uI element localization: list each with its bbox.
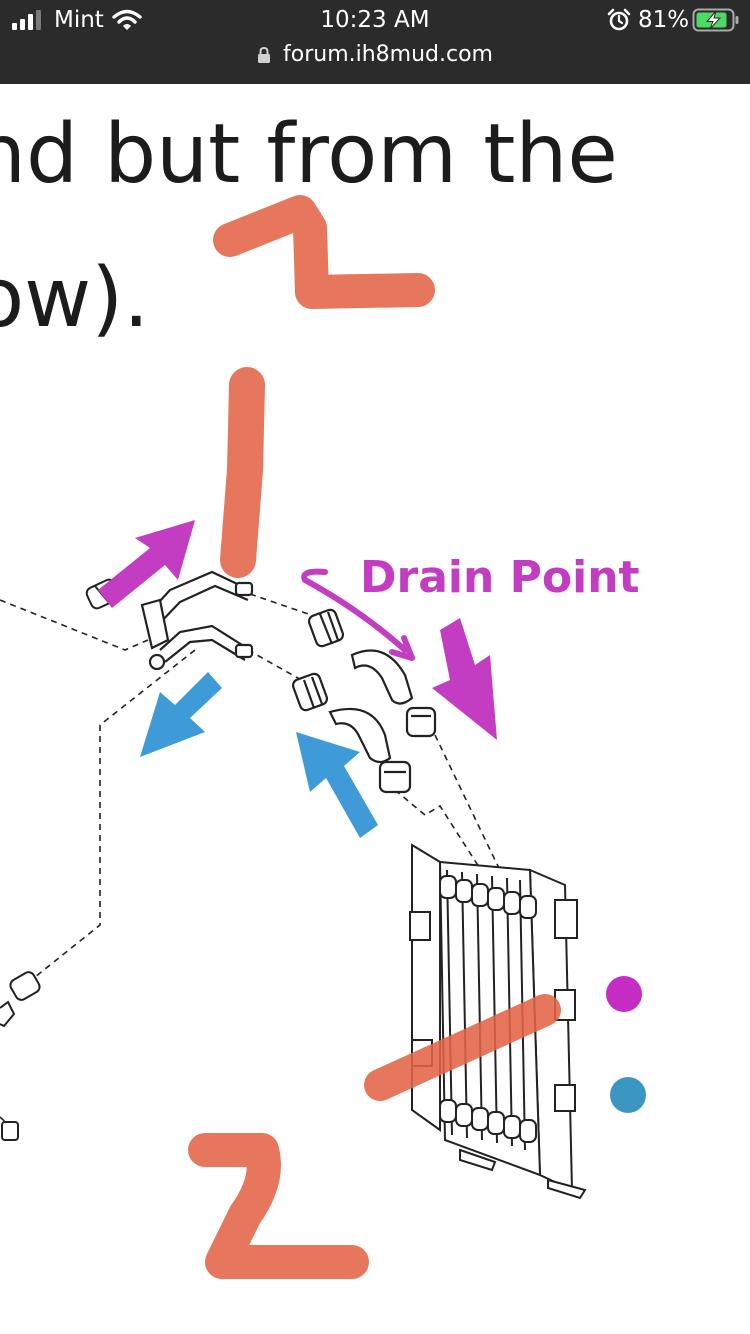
magenta-arrows — [98, 520, 497, 740]
article-text-line-1: nd but from the — [0, 107, 618, 202]
magenta-arrow-down — [432, 618, 497, 740]
url-display[interactable]: forum.ih8mud.com — [257, 40, 493, 70]
clock-time: 10:23 AM — [320, 7, 430, 33]
url-bar[interactable]: forum.ih8mud.com — [0, 40, 750, 70]
status-and-url-bar: Mint 10:23 AM 81% — [0, 0, 750, 84]
wifi-icon — [112, 9, 142, 30]
carrier-name: Mint — [54, 7, 104, 33]
lock-icon — [258, 46, 270, 63]
drain-point-curved-arrow — [301, 568, 408, 653]
battery-percentage: 81% — [638, 7, 690, 33]
cellular-signal-icon — [12, 10, 41, 30]
cooler-slash — [364, 994, 561, 1101]
vertical-stroke — [220, 367, 265, 578]
blue-arrows — [140, 672, 378, 838]
cooler-pipe-assembly — [140, 570, 254, 671]
blue-arrow-down-left — [140, 672, 222, 757]
number-two-mark — [188, 1133, 369, 1279]
blue-arrow-up-left — [296, 732, 378, 838]
magenta-dot — [606, 976, 642, 1012]
alarm-clock-icon — [607, 8, 631, 31]
charging-battery-icon — [692, 8, 739, 32]
article-text-line-2: ow). — [0, 251, 150, 346]
url-domain: forum.ih8mud.com — [283, 42, 493, 67]
magenta-arrow-up-right — [98, 520, 195, 608]
drain-point-label: Drain Point — [360, 552, 640, 603]
lower-left-fittings — [0, 971, 41, 1141]
rubber-hoses — [328, 649, 414, 764]
teal-dot — [610, 1077, 646, 1113]
status-bar: Mint 10:23 AM 81% — [0, 0, 750, 40]
hose-clamps — [291, 608, 437, 794]
number-one-mark — [213, 195, 435, 309]
orange-annotations — [188, 195, 561, 1279]
